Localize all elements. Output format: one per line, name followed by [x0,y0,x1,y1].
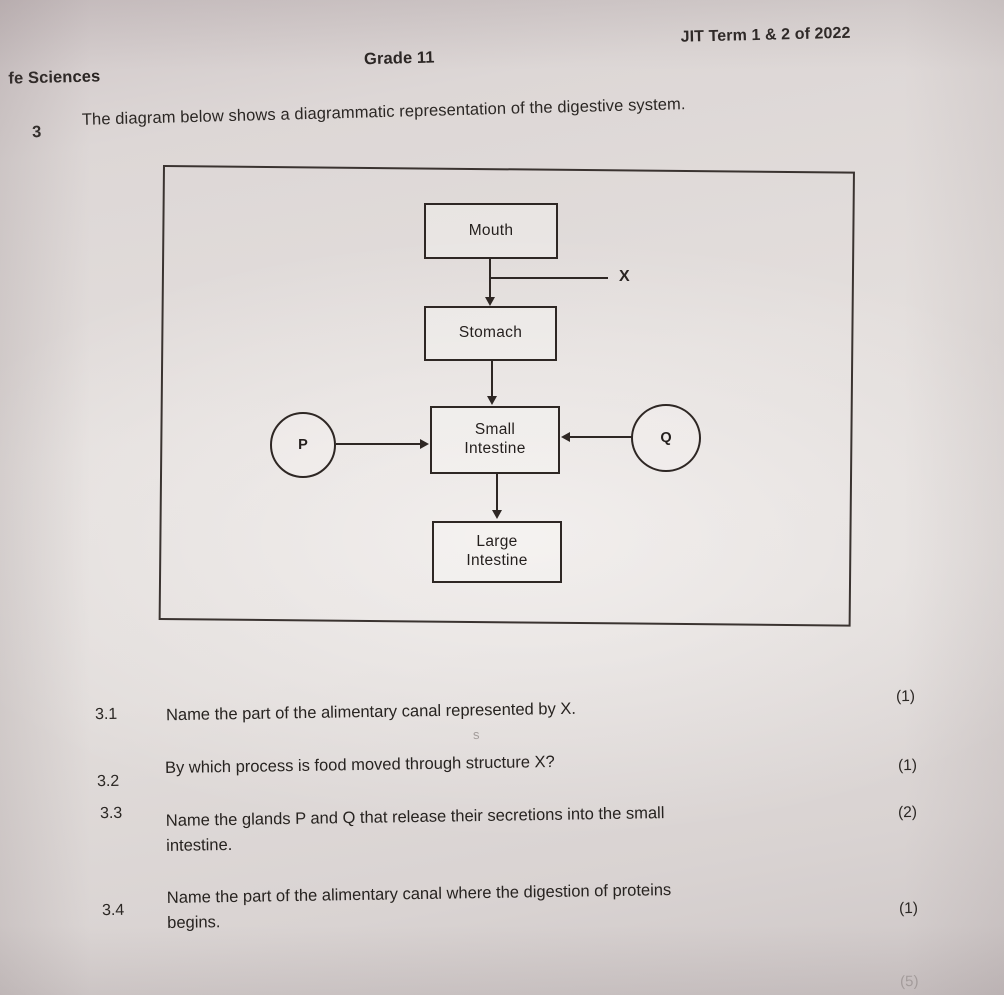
sub-question-number-3-4: 3.4 [101,901,125,920]
arrowhead-from-p [420,438,429,449]
sub-question-marks-3-2: (1) [897,756,918,775]
question-total-marks: (5) [899,972,919,991]
arrowhead-into-small-intestine [486,396,497,405]
connector-p-to-small-intestine [336,443,422,446]
stray-pencil-mark: s [472,726,480,743]
sub-question-text-3-1: Name the part of the alimentary canal re… [165,699,577,725]
connector-small-to-large-intestine [496,474,499,512]
sub-question-marks-3-1: (1) [895,687,916,706]
arrowhead-into-stomach [484,297,495,306]
sub-question-number-3-3: 3.3 [99,804,123,823]
connector-q-to-small-intestine [570,436,632,439]
node-mouth: Mouth [424,203,558,259]
connector-mouth-to-stomach [489,259,492,299]
node-stomach: Stomach [424,306,557,361]
sub-question-marks-3-4: (1) [898,899,919,918]
arrowhead-from-q [561,431,570,442]
sub-question-text-3-4: Name the part of the alimentary canal wh… [166,881,672,932]
node-small-intestine: Small Intestine [430,406,560,474]
node-large-intestine: Large Intestine [432,521,562,583]
sub-question-number-3-1: 3.1 [94,705,118,724]
sub-question-text-3-3: Name the glands P and Q that release the… [165,804,665,855]
digestive-system-diagram: Mouth Stomach Small Intestine Large Inte… [158,165,855,627]
gland-circle-p: P [270,412,336,478]
connector-stomach-to-small-intestine [491,361,494,398]
sub-question-number-3-2: 3.2 [96,772,120,791]
diagram-label-x: X [619,268,630,285]
arrowhead-into-large-intestine [491,510,502,519]
sub-question-text-3-2: By which process is food moved through s… [164,752,555,778]
gland-circle-q: Q [631,404,701,472]
sub-question-marks-3-3: (2) [897,803,918,822]
leader-line-x [490,277,608,279]
